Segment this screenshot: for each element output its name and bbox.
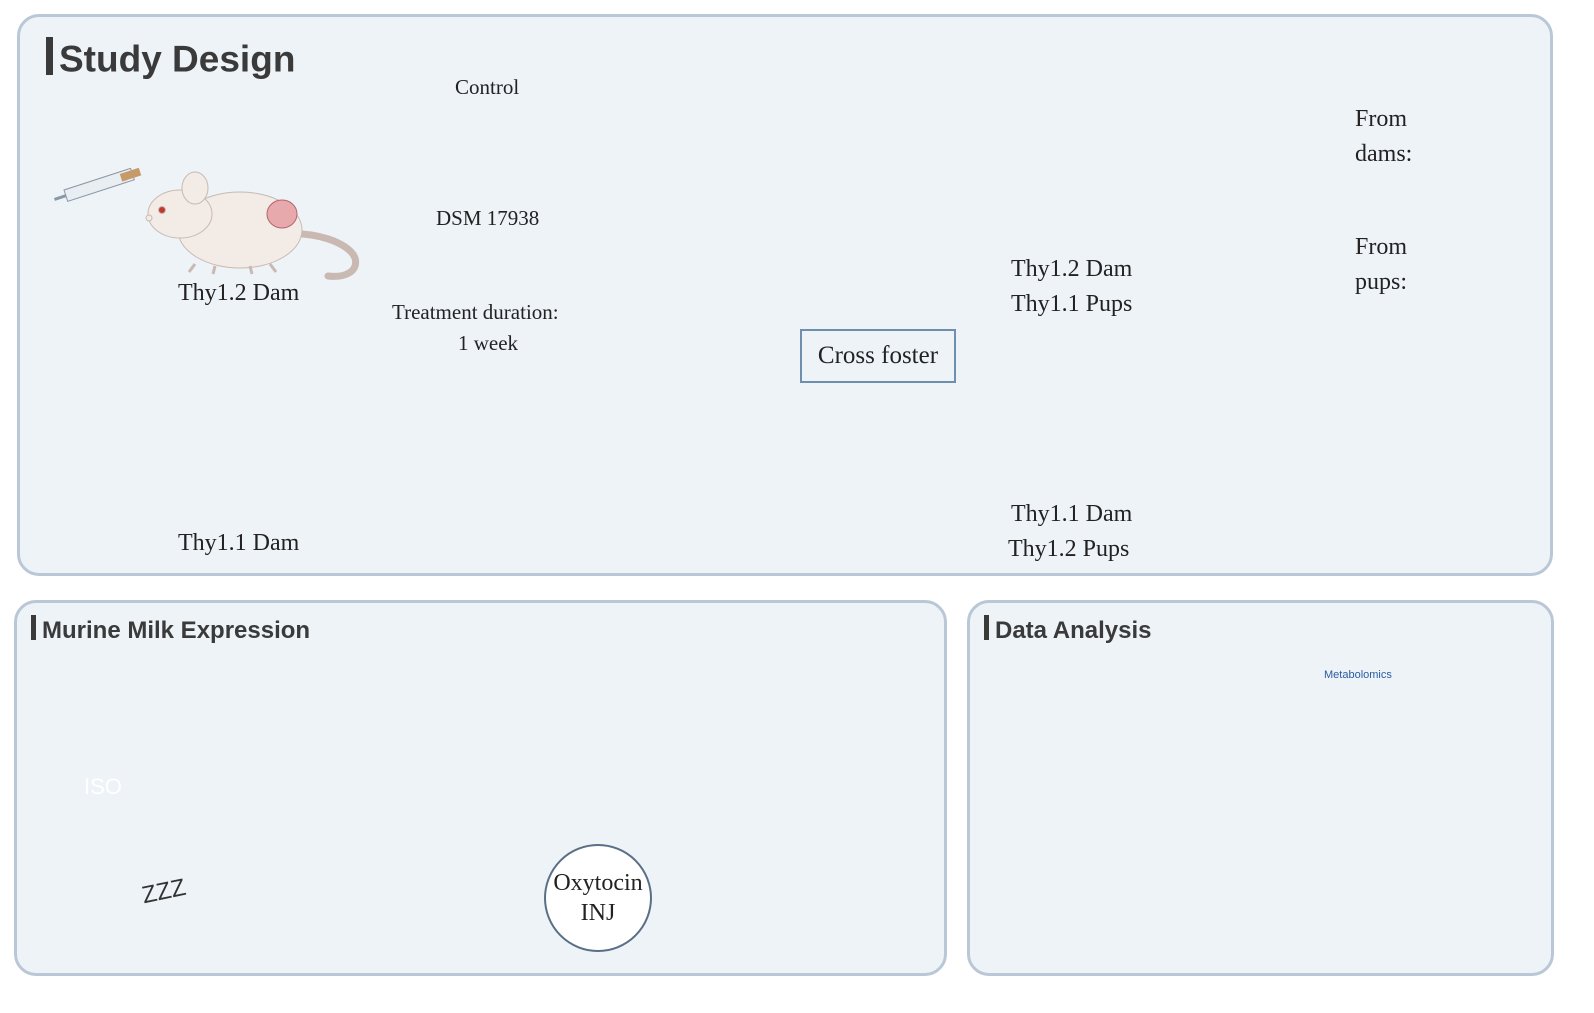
syringe-icon [53, 167, 142, 203]
result-bottom-line1: Thy1.1 Dam [1011, 501, 1133, 527]
oxytocin-line2: INJ [580, 900, 616, 926]
duration-label-line2: 1 week [458, 331, 519, 355]
result-bottom-line2: Thy1.2 Pups [1008, 536, 1130, 562]
milk-expression-title: Murine Milk Expression [31, 615, 310, 645]
data-analysis-title: Data Analysis [984, 615, 1152, 645]
control-label: Control [455, 75, 520, 99]
from-pups-line1: From [1355, 234, 1408, 260]
study-design-panel: Study Design [17, 14, 1553, 576]
thy12-dam-mouse-icon [146, 172, 356, 276]
duration-label-line1: Treatment duration: [392, 300, 559, 324]
metabolomics-chart-title: Metabolomics [1324, 669, 1392, 681]
oxytocin-line1: Oxytocin [553, 870, 643, 896]
result-top-line1: Thy1.2 Dam [1011, 256, 1133, 282]
result-top-line2: Thy1.1 Pups [1011, 291, 1133, 317]
treatment-label: DSM 17938 [436, 206, 540, 230]
data-analysis-panel: Data Analysis [967, 600, 1554, 976]
milk-expression-panel: Murine Milk Expression [14, 600, 947, 976]
cross-foster-box: Cross foster [800, 329, 956, 383]
iso-label: ISO [84, 774, 122, 799]
from-pups-line2: pups: [1355, 269, 1408, 295]
study-design-title: Study Design [46, 37, 295, 81]
thy11-dam-label: Thy1.1 Dam [178, 530, 300, 556]
from-dams-line1: From [1355, 106, 1408, 132]
thy12-dam-label: Thy1.2 Dam [178, 280, 300, 306]
oxytocin-injection-bubble: Oxytocin INJ [544, 844, 652, 952]
from-dams-line2: dams: [1355, 141, 1413, 167]
